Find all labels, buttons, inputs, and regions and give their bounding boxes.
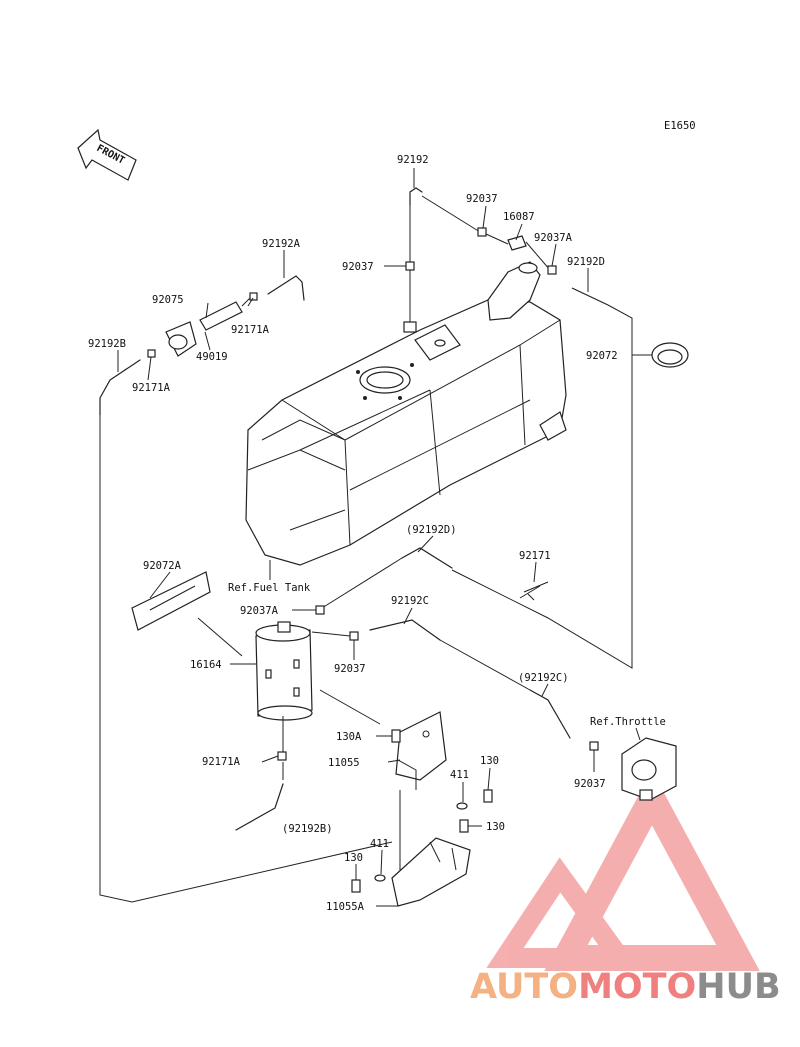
label-11055: 11055 <box>328 757 360 769</box>
hose-92192a <box>267 275 305 301</box>
label-11055a: 11055A <box>326 901 365 913</box>
clamp-92171a-left <box>147 349 156 358</box>
label-92192b: 92192B <box>88 338 126 350</box>
clamp-92072 <box>651 342 689 368</box>
hose-92192c <box>369 619 441 641</box>
clamp-92171a-low <box>277 751 287 761</box>
label-ref-throttle: Ref.Throttle <box>590 716 666 728</box>
label-92192d-paren: (92192D) <box>406 524 457 536</box>
label-92171a-top: 92171A <box>231 324 270 336</box>
watermark-auto: AUTO <box>470 967 578 1007</box>
fuel-tank <box>245 261 567 566</box>
label-92192b-paren: (92192B) <box>282 823 333 835</box>
label-16087: 16087 <box>503 211 535 223</box>
bolt-130a <box>391 729 401 743</box>
label-92075: 92075 <box>152 294 184 306</box>
label-130-a: 130 <box>480 755 499 767</box>
part-labels: 92192 92037 16087 92037A 92192D 92037 92… <box>88 154 666 913</box>
clamp-92037-top <box>477 227 487 237</box>
watermark-logo <box>486 770 760 971</box>
label-92037a-mid: 92037A <box>240 605 279 617</box>
label-130a: 130A <box>336 731 362 743</box>
label-92171: 92171 <box>519 550 551 562</box>
bracket-11055 <box>395 711 447 790</box>
label-92171a-left: 92171A <box>132 382 171 394</box>
label-92037-top: 92037 <box>466 193 498 205</box>
label-ref-fuel-tank: Ref.Fuel Tank <box>228 582 311 594</box>
clip-92171 <box>519 581 549 601</box>
label-49019: 49019 <box>196 351 228 363</box>
label-92192c: 92192C <box>391 595 429 607</box>
label-92037-right: 92037 <box>574 778 606 790</box>
label-92072a: 92072A <box>143 560 182 572</box>
holder-92075 <box>165 321 197 357</box>
clamp-92037a-mid <box>315 605 325 615</box>
hose-92192 <box>409 187 423 206</box>
bolt-130-b <box>459 819 469 833</box>
watermark-hub: HUB <box>696 967 780 1007</box>
hose-92192d <box>571 287 609 306</box>
canister-16164 <box>255 621 313 721</box>
label-411-a: 411 <box>450 769 469 781</box>
hose-92192b <box>99 359 141 416</box>
diagram-code: E1650 <box>664 120 696 132</box>
svg-text:AUTOMOTOHUB: AUTOMOTOHUB <box>470 967 781 1007</box>
bracket-11055a <box>391 837 471 907</box>
clamp-92037-right <box>589 741 599 751</box>
bracket-92072a <box>131 571 211 631</box>
clamp-92171a-top <box>249 292 258 301</box>
watermark-moto: MOTO <box>578 967 696 1007</box>
leader-lines <box>117 168 652 907</box>
label-92072: 92072 <box>586 350 618 362</box>
throttle-body <box>621 737 677 801</box>
label-130-c: 130 <box>344 852 363 864</box>
bolt-130-a <box>483 789 493 803</box>
watermark-text: AUTOMOTOHUB <box>470 967 781 1007</box>
washer-411-b <box>374 874 386 882</box>
label-130-b: 130 <box>486 821 505 833</box>
washer-411-a <box>456 802 468 810</box>
valve-16087 <box>485 233 551 271</box>
label-92037-mid: 92037 <box>342 261 374 273</box>
fuel-filter-49019 <box>199 297 251 331</box>
label-92192d: 92192D <box>567 256 605 268</box>
label-92192c-paren: (92192C) <box>518 672 569 684</box>
label-92192a: 92192A <box>262 238 301 250</box>
label-92037a-top: 92037A <box>534 232 573 244</box>
label-92037-low: 92037 <box>334 663 366 675</box>
front-arrow-icon: FRONT <box>77 128 137 181</box>
clamp-92037-mid <box>405 261 415 271</box>
label-92171a-low: 92171A <box>202 756 241 768</box>
clamp-92037a-top <box>547 265 557 275</box>
bolt-130-c <box>351 879 361 893</box>
label-411-b: 411 <box>370 838 389 850</box>
label-16164: 16164 <box>190 659 222 671</box>
clamp-92037-low <box>349 631 359 641</box>
label-92192: 92192 <box>397 154 429 166</box>
